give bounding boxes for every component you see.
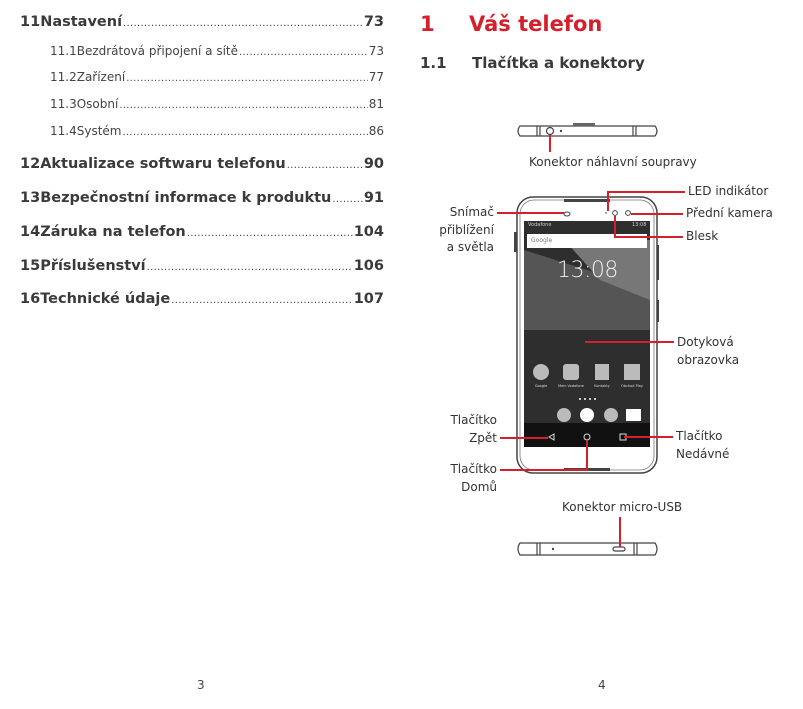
label-proximity-sensor: Snímač přiblížení a světla <box>439 204 494 257</box>
label-home-button: Tlačítko Domů <box>450 461 497 496</box>
label-touchscreen: Dotyková obrazovka <box>677 334 739 369</box>
toc-title: Nastavení <box>40 14 123 30</box>
callout-lines <box>497 135 685 547</box>
toc-page: 86 <box>368 124 384 138</box>
label-line: Snímač <box>449 205 494 219</box>
toc-page: 91 <box>363 190 384 206</box>
label-line: Dotyková <box>677 335 734 349</box>
toc-number: 11.4 <box>50 124 77 138</box>
toc-page: 73 <box>363 14 384 30</box>
label-line: Domů <box>461 479 497 494</box>
toc-title: Příslušenství <box>40 258 146 274</box>
toc-title: Osobní <box>76 97 119 111</box>
chapter-heading: 1 Váš telefon <box>420 12 602 36</box>
toc-page: 106 <box>353 258 384 274</box>
screen-search-bar: Google <box>531 237 553 244</box>
label-led-indicator: LED indikátor <box>688 184 769 198</box>
toc-number: 13 <box>20 190 41 206</box>
label-flash: Blesk <box>686 229 719 243</box>
section-title: Tlačítka a konektory <box>472 54 645 72</box>
page-number-left: 3 <box>197 678 205 692</box>
section-number: 1.1 <box>420 54 447 72</box>
phone-front-view <box>514 196 659 474</box>
chapter-title: Váš telefon <box>469 12 603 36</box>
toc-title: Záruka na telefon <box>40 224 186 240</box>
toc-title: Systém <box>76 124 122 138</box>
screen-clock: 13:08 <box>557 258 618 283</box>
toc-title: Bezpečnostní informace k produktu <box>40 190 332 206</box>
phone-bottom-view <box>517 542 658 556</box>
app-label: Obchod Play <box>621 384 643 388</box>
label-micro-usb: Konektor micro-USB <box>562 500 683 514</box>
toc-page: 73 <box>368 44 384 58</box>
toc-title: Zařízení <box>76 70 126 84</box>
toc-page: 90 <box>363 156 384 172</box>
toc-title: Technické údaje <box>40 291 171 307</box>
app-label: Mein Vodafone <box>558 384 584 388</box>
page-number-right: 4 <box>598 678 606 692</box>
toc-number: 15 <box>20 258 41 274</box>
toc-number: 11.3 <box>50 97 77 111</box>
phone-top-view <box>517 123 658 137</box>
app-icons <box>533 364 641 422</box>
section-heading: 1.1 Tlačítka a konektory <box>420 54 645 72</box>
app-label: Kontakty <box>594 384 610 388</box>
toc-page: 77 <box>368 70 384 84</box>
label-line: Tlačítko <box>676 429 723 443</box>
label-line: přiblížení <box>439 222 494 237</box>
toc-page: 81 <box>368 97 384 111</box>
screen-status-time: 13:08 <box>632 222 647 228</box>
label-line: Nedávné <box>676 446 730 461</box>
label-line: Tlačítko <box>450 413 497 427</box>
label-headset-connector: Konektor náhlavní soupravy <box>529 155 697 169</box>
toc-number: 11 <box>20 14 41 30</box>
label-line: a světla <box>446 240 494 254</box>
toc-number: 11.2 <box>50 70 77 84</box>
label-line: Tlačítko <box>450 462 497 476</box>
label-back-button: Tlačítko Zpět <box>450 412 497 447</box>
label-recent-button: Tlačítko Nedávné <box>676 428 729 463</box>
toc-page: 107 <box>353 291 384 307</box>
label-line: Zpět <box>469 430 497 445</box>
label-front-camera: Přední kamera <box>686 206 773 220</box>
chapter-number: 1 <box>420 12 435 36</box>
toc-number: 11.1 <box>50 44 77 58</box>
toc-title: Bezdrátová připojení a sítě <box>76 44 239 58</box>
toc-title: Aktualizace softwaru telefonu <box>40 156 286 172</box>
toc-page: 104 <box>353 224 384 240</box>
app-label: Google <box>534 384 548 388</box>
label-line: obrazovka <box>677 352 740 367</box>
toc-number: 14 <box>20 224 41 240</box>
toc-number: 12 <box>20 156 41 172</box>
screen-carrier: Vodafone <box>528 222 552 228</box>
toc-number: 16 <box>20 291 41 307</box>
